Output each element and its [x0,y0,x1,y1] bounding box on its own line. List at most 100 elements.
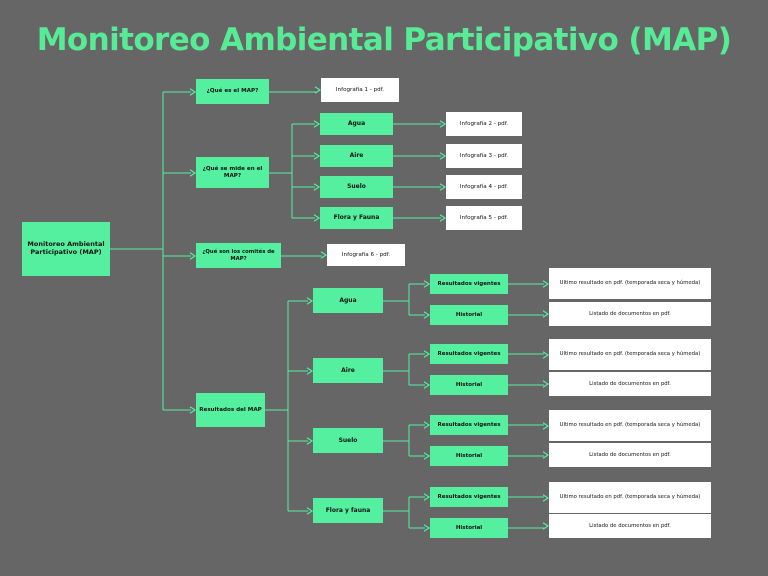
node-label: Aire [341,366,355,374]
node-r_aire_vig[interactable]: Resultados vigentes [430,344,508,364]
edge-q1-to-q1_doc [269,86,322,94]
node-label: Monitoreo Ambiental Participativo (MAP) [27,240,105,256]
node-label: Infografía 3 - pdf. [459,152,509,159]
node-r_flora_vig[interactable]: Resultados vigentes [430,487,508,507]
node-r_suelo_his[interactable]: Historial [430,446,508,466]
node-label: Ultimo resultado en pdf. (temporada seca… [559,422,701,429]
node-q2_suelo[interactable]: Suelo [320,176,393,198]
node-d_flora_his[interactable]: Listado de documentos en pdf. [549,514,711,538]
edge-q2-to-q2_flora [269,172,321,222]
edge-q2_flora-to-q2_doc_flora [393,214,447,222]
node-label: Flora y fauna [325,506,371,514]
node-d_suelo_vig[interactable]: Ultimo resultado en pdf. (temporada seca… [549,410,711,441]
node-q1_doc[interactable]: Infografía 1 - pdf. [321,78,399,102]
edge-r_aire-to-r_aire_his [383,370,431,389]
node-q2_doc_agua[interactable]: Infografía 2 - pdf. [446,112,522,136]
node-q2_doc_flora[interactable]: Infografía 5 - pdf. [446,206,522,230]
node-d_aire_vig[interactable]: Ultimo resultado en pdf. (temporada seca… [549,339,711,370]
node-r_flora_his[interactable]: Historial [430,518,508,538]
edge-root-to-q2 [110,169,197,250]
edge-root-to-q1 [110,88,197,250]
node-label: Historial [455,452,483,459]
node-d_agua_vig[interactable]: Ultimo resultado en pdf. (temporada seca… [549,268,711,299]
node-q2_aire[interactable]: Aire [320,145,393,167]
node-r_agua_vig[interactable]: Resultados vigentes [430,274,508,294]
node-r_agua[interactable]: Agua [313,288,383,313]
node-q2_agua[interactable]: Agua [320,113,393,135]
node-label: Aire [349,152,364,160]
node-label: Ultimo resultado en pdf. (temporada seca… [559,280,701,287]
edge-r_flora_vig-to-d_flora_vig [508,494,550,502]
edge-r_agua_vig-to-d_agua_vig [508,280,550,288]
node-q1[interactable]: ¿Qué es el MAP? [196,79,269,104]
node-q2_doc_suelo[interactable]: Infografía 4 - pdf. [446,175,522,199]
node-label: Historial [455,311,483,318]
edge-q2_agua-to-q2_doc_agua [393,120,447,128]
node-label: Resultados vigentes [437,421,501,428]
node-label: Resultados del MAP [199,406,262,413]
edge-r_suelo_his-to-d_suelo_his [508,451,550,459]
edge-r_flora-to-r_flora_vig [383,493,431,512]
edge-r_flora-to-r_flora_his [383,510,431,532]
edge-r_suelo-to-r_suelo_his [383,440,431,460]
edge-q4-to-r_agua [265,297,314,411]
node-r_agua_his[interactable]: Historial [430,305,508,325]
node-label: Listado de documentos en pdf. [589,310,671,317]
node-q3_doc[interactable]: Infografía 6 - pdf. [327,244,405,266]
node-label: Agua [347,120,366,128]
edge-r_agua-to-r_agua_vig [383,280,431,302]
node-label: ¿Qué es el MAP? [206,88,259,95]
edge-root-to-q4 [110,248,197,414]
node-d_aire_his[interactable]: Listado de documentos en pdf. [549,372,711,396]
node-label: Infografía 4 - pdf. [459,183,509,190]
node-label: Infografía 2 - pdf. [459,120,509,127]
node-q2[interactable]: ¿Qué se mide en el MAP? [196,157,269,188]
node-label: ¿Qué se mide en el MAP? [202,165,263,179]
node-d_flora_vig[interactable]: Ultimo resultado en pdf. (temporada seca… [549,482,711,513]
edge-q2_suelo-to-q2_doc_suelo [393,183,447,191]
node-label: Resultados vigentes [437,280,501,287]
edge-q3-to-q3_doc [281,251,328,259]
edge-root-to-q3 [110,248,197,260]
node-q2_flora[interactable]: Flora y Fauna [320,207,393,229]
node-label: Suelo [347,183,366,191]
node-label: Listado de documentos en pdf. [589,522,671,529]
edge-q4-to-r_flora [265,409,314,515]
node-label: Suelo [338,436,358,444]
node-r_aire_his[interactable]: Historial [430,375,508,395]
node-q2_doc_aire[interactable]: Infografía 3 - pdf. [446,144,522,168]
node-label: Infografía 1 - pdf. [335,86,385,93]
node-label: ¿Qué son los comités de MAP? [202,249,275,262]
node-label: Ultimo resultado en pdf. (temporada seca… [559,351,701,358]
edge-q2-to-q2_aire [269,152,321,174]
node-label: Ultimo resultado en pdf. (temporada seca… [559,494,701,501]
node-label: Listado de documentos en pdf. [589,451,671,458]
node-r_aire[interactable]: Aire [313,358,383,383]
edge-q2-to-q2_suelo [269,172,321,191]
page-title: Monitoreo Ambiental Participativo (MAP) [36,22,732,58]
edge-r_aire_vig-to-d_aire_vig [508,351,550,359]
node-r_suelo_vig[interactable]: Resultados vigentes [430,415,508,435]
edge-r_agua_his-to-d_agua_his [508,310,550,318]
node-label: Flora y Fauna [333,214,380,222]
node-q3[interactable]: ¿Qué son los comités de MAP? [196,243,281,268]
node-d_agua_his[interactable]: Listado de documentos en pdf. [549,302,711,326]
edge-q4-to-r_suelo [265,409,314,445]
node-label: Resultados vigentes [437,493,501,500]
edge-q2-to-q2_agua [269,120,321,174]
node-q4[interactable]: Resultados del MAP [196,393,265,427]
node-label: Infografía 6 - pdf. [341,251,391,258]
node-r_flora[interactable]: Flora y fauna [313,498,383,523]
node-label: Agua [339,296,357,304]
edge-r_suelo-to-r_suelo_vig [383,421,431,442]
node-r_suelo[interactable]: Suelo [313,428,383,453]
edge-r_aire_his-to-d_aire_his [508,380,550,388]
node-root[interactable]: Monitoreo Ambiental Participativo (MAP) [22,222,110,276]
node-label: Historial [455,381,483,388]
node-label: Infografía 5 - pdf. [459,214,509,221]
node-d_suelo_his[interactable]: Listado de documentos en pdf. [549,443,711,467]
node-label: Resultados vigentes [437,350,501,357]
edge-q2_aire-to-q2_doc_aire [393,152,447,160]
edge-q4-to-r_aire [265,367,314,411]
